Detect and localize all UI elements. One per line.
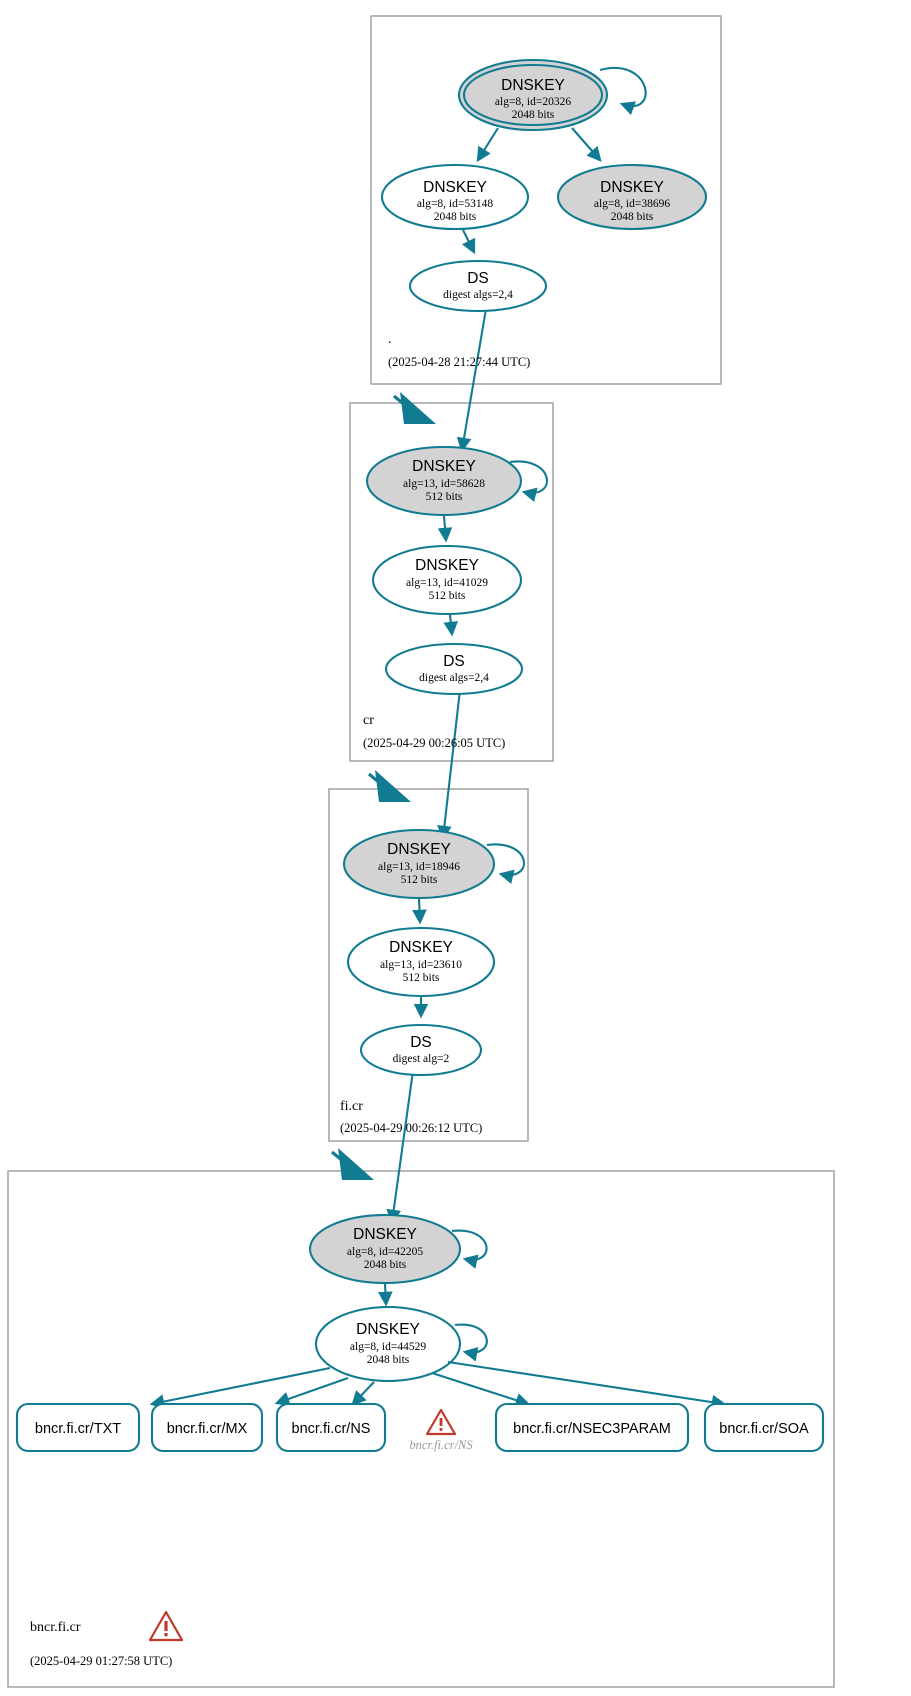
zone-timestamp-bncrficr: (2025-04-29 01:27:58 UTC) [30, 1654, 172, 1668]
zone-warning-icon-bncrficr[interactable] [148, 1610, 184, 1642]
node-ficr-zsk-params: alg=13, id=23610 [380, 959, 462, 971]
edge-ficr-ds-to-bncr-dnskey [386, 1070, 415, 1225]
edge-bncr-zsk-to-mx [274, 1377, 349, 1406]
node-root-ds-params: digest algs=2,4 [443, 289, 513, 301]
node-cr-ksk-params: alg=13, id=58628 [403, 478, 485, 490]
node-root-other-key-params: alg=8, id=38696 [594, 198, 670, 210]
edge-ficr-ksk-to-zsk [412, 898, 427, 925]
edge-root-ds-to-cr-dnskey [456, 302, 489, 453]
node-ficr-ds-params: digest alg=2 [393, 1053, 450, 1065]
edge-cr-ds-to-ficr-dnskey [437, 689, 462, 841]
node-cr-ds-title: DS [443, 653, 465, 670]
node-bncr-zsk[interactable] [314, 1305, 462, 1383]
node-root-ds-title: DS [467, 270, 489, 287]
node-cr-zsk-title: DNSKEY [415, 557, 479, 574]
node-bncr-zsk-params: alg=8, id=44529 [350, 1341, 426, 1353]
node-root-zsk-title: DNSKEY [423, 179, 487, 196]
node-ficr-zsk-size: 512 bits [403, 972, 440, 984]
zone-link-cr-to-ficr [368, 770, 411, 802]
node-bncr-ksk-params: alg=8, id=42205 [347, 1246, 423, 1258]
node-ficr-ds-title: DS [410, 1034, 432, 1051]
node-ficr-zsk[interactable] [346, 926, 496, 998]
rrset-box-txt[interactable] [15, 1402, 141, 1453]
rrset-box-mx[interactable] [150, 1402, 264, 1453]
node-root-ds[interactable] [408, 259, 548, 313]
node-root-other-key[interactable] [556, 163, 708, 231]
edge-root-ksk-to-other [571, 127, 602, 162]
rrset-label-ns: bncr.fi.cr/NS [292, 1421, 371, 1437]
zone-link-root-to-cr [393, 392, 436, 424]
node-cr-ds-params: digest algs=2,4 [419, 672, 489, 684]
node-root-ksk-params: alg=8, id=20326 [495, 96, 571, 108]
edge-cr-zsk-to-ds [443, 614, 459, 637]
edge-cr-ksk-to-zsk [437, 515, 453, 543]
node-ficr-ksk[interactable] [342, 828, 496, 900]
rrset-box-nsec3param[interactable] [494, 1402, 690, 1453]
node-cr-zsk[interactable] [371, 544, 523, 616]
node-root-ksk-size: 2048 bits [512, 109, 555, 121]
edge-bncr-ksk-to-zsk [378, 1283, 393, 1307]
zone-label-cr: cr [363, 713, 374, 728]
rrset-box-soa[interactable] [703, 1402, 825, 1453]
node-cr-ksk-title: DNSKEY [412, 458, 476, 475]
zone-label-bncrficr: bncr.fi.cr [30, 1620, 81, 1635]
zone-label-root: . [388, 332, 392, 347]
node-bncr-ksk-title: DNSKEY [353, 1226, 417, 1243]
node-cr-ksk[interactable] [365, 445, 523, 517]
rrset-label-nsec3param: bncr.fi.cr/NSEC3PARAM [513, 1421, 671, 1437]
rrset-box-ns[interactable] [275, 1402, 387, 1453]
rrset-warning-ns[interactable] [425, 1408, 457, 1436]
edge-bncr-zsk-to-soa [447, 1360, 727, 1410]
node-bncr-ksk-size: 2048 bits [364, 1259, 407, 1271]
node-cr-zsk-params: alg=13, id=41029 [406, 577, 488, 589]
node-ficr-ksk-size: 512 bits [401, 874, 438, 886]
node-bncr-zsk-size: 2048 bits [367, 1354, 410, 1366]
rrset-label-txt: bncr.fi.cr/TXT [35, 1421, 121, 1437]
node-root-other-key-size: 2048 bits [611, 211, 654, 223]
edge-root-ksk-to-zsk [476, 127, 499, 163]
node-ficr-ds[interactable] [359, 1023, 483, 1077]
node-root-zsk-size: 2048 bits [434, 211, 477, 223]
zone-label-ficr: fi.cr [340, 1099, 363, 1114]
edge-bncr-zsk-to-nsec3param [431, 1372, 531, 1408]
zone-link-ficr-to-bncrficr [331, 1148, 374, 1180]
node-cr-zsk-size: 512 bits [429, 590, 466, 602]
self-signature-loop-ficr-ksk [486, 843, 525, 884]
zone-timestamp-ficr: (2025-04-29 00:26:12 UTC) [340, 1121, 482, 1135]
rrset-warning-ns-label: bncr.fi.cr/NS [409, 1438, 473, 1452]
rrset-label-mx: bncr.fi.cr/MX [167, 1421, 248, 1437]
self-signature-loop-bncr-zsk [454, 1323, 488, 1362]
self-signature-loop-bncr-ksk [451, 1229, 488, 1269]
edge-bncr-zsk-to-ns [351, 1381, 375, 1406]
node-root-zsk[interactable] [380, 163, 530, 231]
edge-root-zsk-to-ds [461, 229, 476, 255]
node-cr-ds[interactable] [384, 642, 524, 696]
node-ficr-ksk-title: DNSKEY [387, 841, 451, 858]
zone-timestamp-root: (2025-04-28 21:27:44 UTC) [388, 355, 530, 369]
self-signature-loop-root-ksk [599, 66, 647, 116]
node-root-ksk-title: DNSKEY [501, 77, 565, 94]
self-signature-loop-cr-ksk [509, 460, 548, 502]
node-root-zsk-params: alg=8, id=53148 [417, 198, 493, 210]
node-bncr-ksk[interactable] [308, 1213, 462, 1285]
node-ficr-zsk-title: DNSKEY [389, 939, 453, 956]
node-cr-ksk-size: 512 bits [426, 491, 463, 503]
node-root-other-key-title: DNSKEY [600, 179, 664, 196]
node-bncr-zsk-title: DNSKEY [356, 1321, 420, 1338]
rrset-label-soa: bncr.fi.cr/SOA [719, 1421, 809, 1437]
edge-bncr-zsk-to-txt [149, 1366, 331, 1409]
node-ficr-ksk-params: alg=13, id=18946 [378, 861, 460, 873]
node-root-ksk[interactable] [462, 63, 604, 127]
zone-timestamp-cr: (2025-04-29 00:26:05 UTC) [363, 736, 505, 750]
